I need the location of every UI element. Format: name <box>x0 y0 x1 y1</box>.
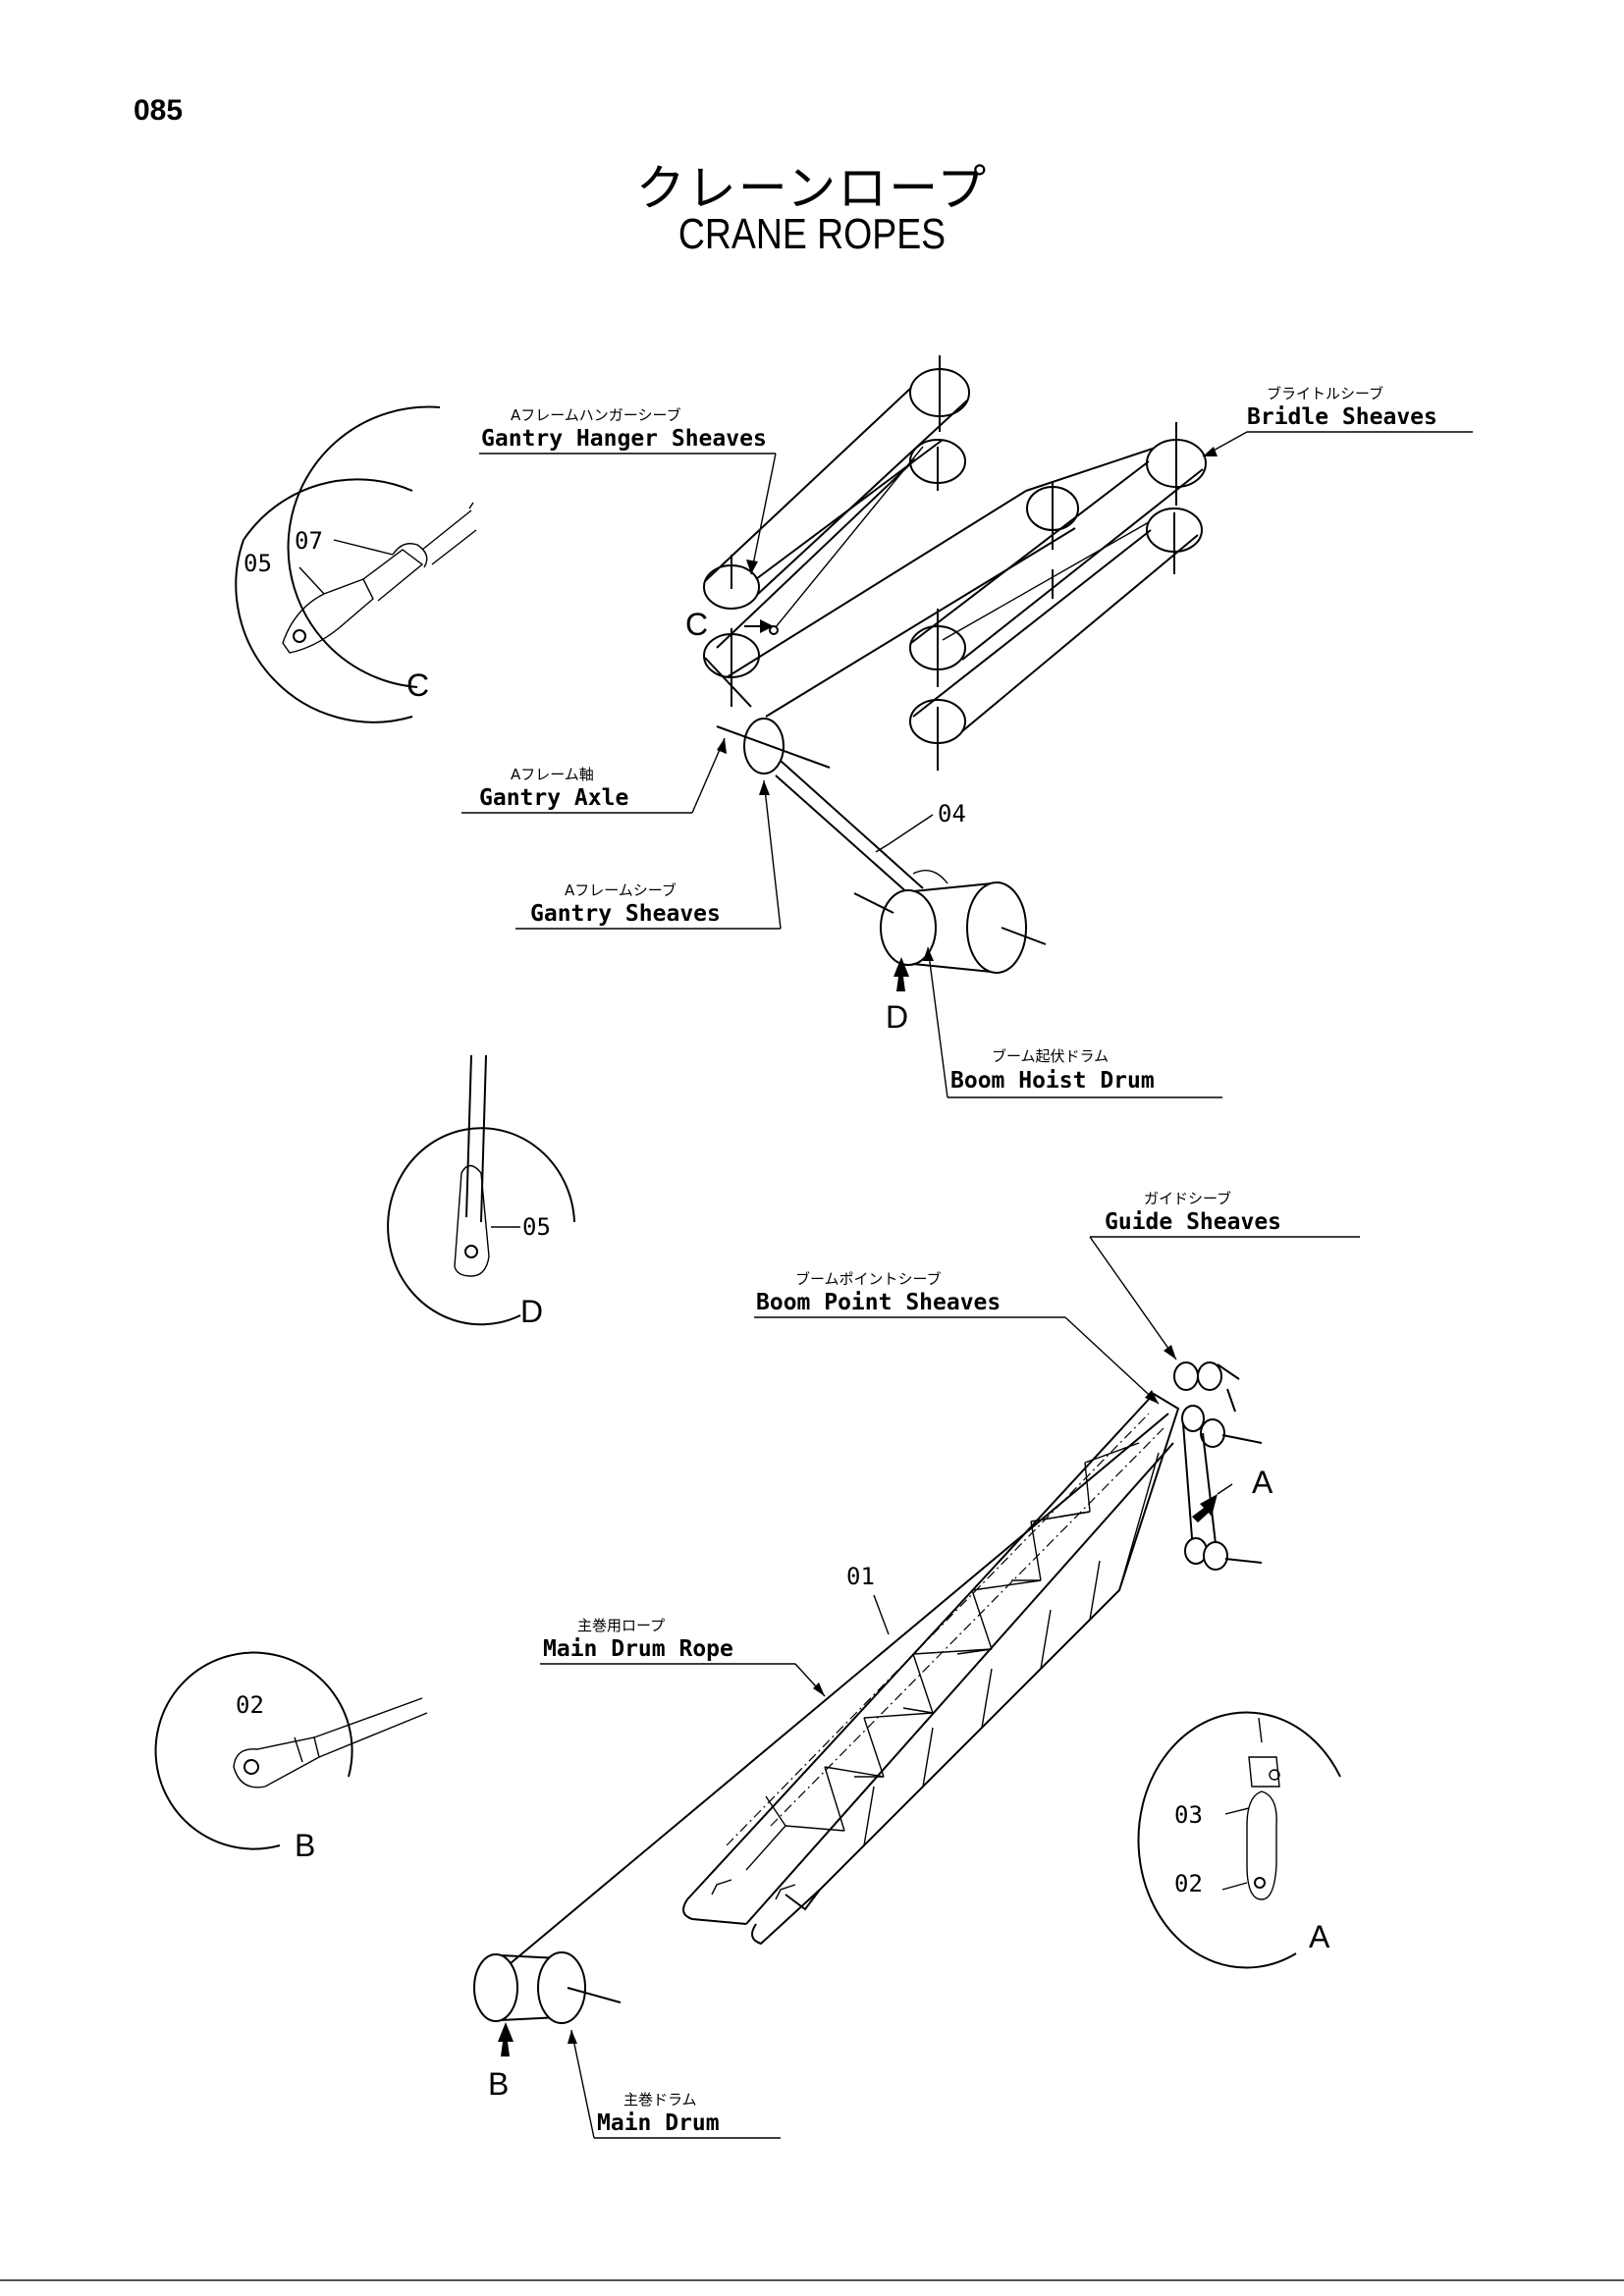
gantry-hanger-sheaves-jp: Aフレームハンガーシーブ <box>511 406 681 424</box>
bridle-sheaves-label: Bridle Sheaves <box>1247 404 1437 430</box>
detail-c-label: C <box>406 667 430 703</box>
bottom-rule <box>0 2279 1624 2281</box>
part-number-02-detail-a: 02 <box>1174 1870 1203 1897</box>
gantry-rope-bands <box>726 446 1160 718</box>
detail-d-pointer-label: D <box>886 999 909 1035</box>
detail-d-label: D <box>520 1294 544 1329</box>
boom-hoist-drum-drawing <box>853 870 1047 974</box>
gantry-sheaves-jp: Aフレームシーブ <box>565 881 677 899</box>
detail-a-label: A <box>1309 1919 1330 1954</box>
leader-lines <box>461 431 1473 2139</box>
boom-point-sheaves-label: Boom Point Sheaves <box>756 1290 1001 1315</box>
gantry-axle-label: Gantry Axle <box>479 785 629 811</box>
gantry-axle-jp: Aフレーム軸 <box>511 766 594 783</box>
part-number-02-detail-b: 02 <box>236 1691 264 1719</box>
boom-hoist-drum-jp: ブーム起伏ドラム <box>992 1047 1110 1065</box>
boom-point-sheaves-drawing <box>1173 1362 1263 1571</box>
part-number-07: 07 <box>295 527 323 555</box>
boom-point-sheaves-jp: ブームポイントシーブ <box>795 1270 942 1288</box>
detail-b <box>154 1651 428 1850</box>
part-number-05-detail-d: 05 <box>522 1213 551 1241</box>
part-number-03: 03 <box>1174 1801 1203 1829</box>
part-number-05-detail-c: 05 <box>244 550 272 577</box>
title-japanese: クレーンロープ <box>635 160 989 217</box>
page-number: 085 <box>134 94 184 127</box>
gantry-assembly <box>703 355 1207 974</box>
boom-drawing <box>473 1362 1263 2024</box>
detail-a <box>1137 1711 1341 1969</box>
guide-sheaves-label: Guide Sheaves <box>1105 1209 1282 1235</box>
main-drum-rope-line <box>510 1413 1169 1964</box>
main-drum-rope-jp: 主巻用ロープ <box>577 1617 666 1634</box>
part-number-01: 01 <box>846 1563 875 1590</box>
bridle-sheaves-jp: ブライトルシーブ <box>1267 385 1384 402</box>
detail-b-label: B <box>295 1828 316 1863</box>
gantry-hanger-sheaves-drawing <box>703 355 970 708</box>
gantry-sheaves-label: Gantry Sheaves <box>530 901 721 927</box>
detail-c-pointer-label: C <box>685 607 709 642</box>
gantry-hanger-sheaves-label: Gantry Hanger Sheaves <box>481 426 767 452</box>
main-drum-drawing <box>473 1951 622 2024</box>
detail-c <box>235 405 477 723</box>
detail-a-pointer-label: A <box>1252 1465 1273 1500</box>
gantry-sheave-drawing <box>716 718 929 912</box>
title-english: CRANE ROPES <box>677 210 947 258</box>
main-drum-jp: 主巻ドラム <box>623 2091 697 2109</box>
bridle-sheaves-drawing <box>909 422 1207 771</box>
main-drum-label: Main Drum <box>597 2110 720 2136</box>
main-drum-rope-label: Main Drum Rope <box>543 1636 733 1662</box>
detail-b-pointer-label: B <box>488 2066 510 2102</box>
boom-hoist-drum-label: Boom Hoist Drum <box>950 1068 1155 1094</box>
detail-d <box>387 1054 575 1326</box>
guide-sheaves-jp: ガイドシーブ <box>1144 1190 1232 1207</box>
part-number-04: 04 <box>938 800 966 828</box>
boom-lattice <box>726 1413 1164 1871</box>
